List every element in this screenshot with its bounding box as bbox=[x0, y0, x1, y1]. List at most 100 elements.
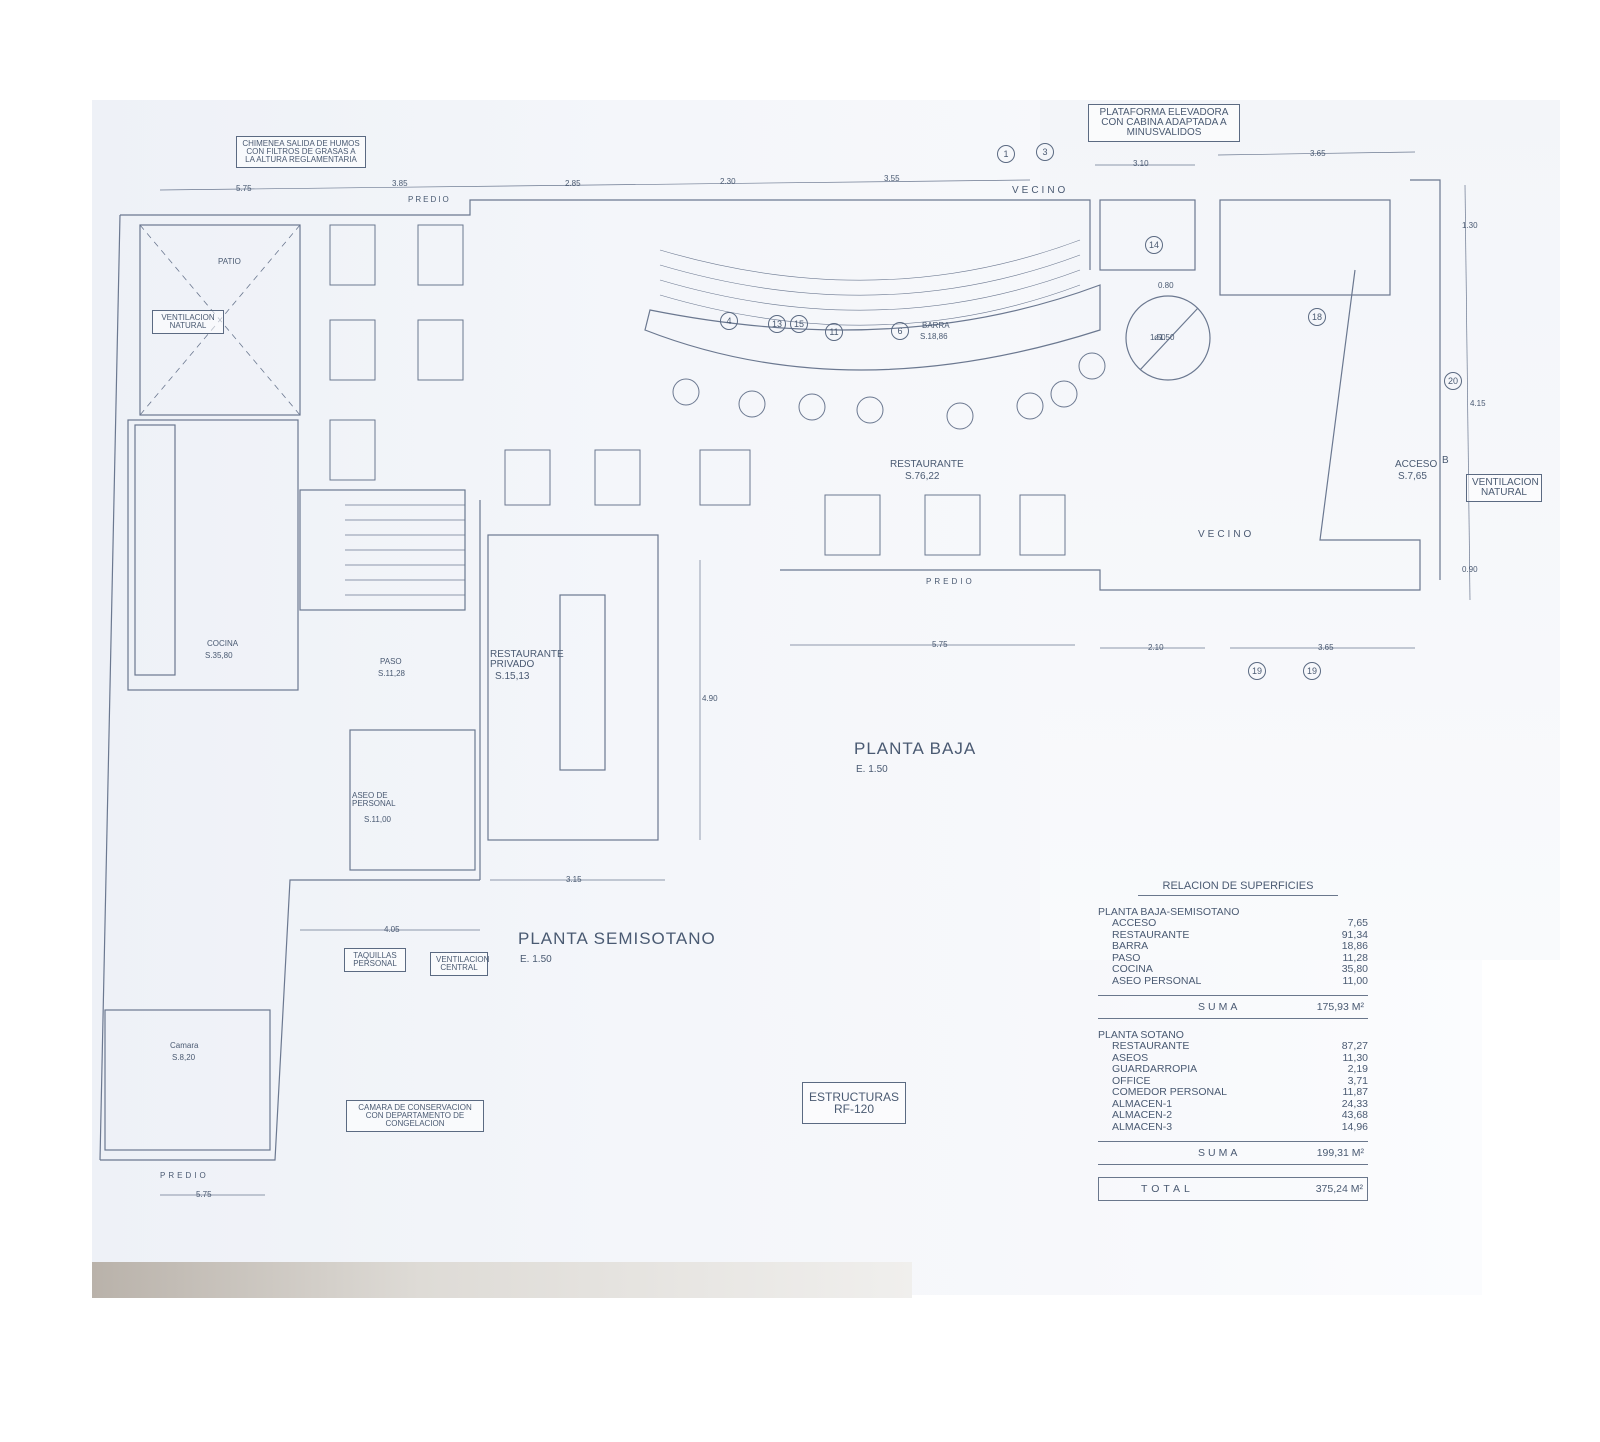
section-planta-sotano: PLANTA SOTANO bbox=[1098, 1029, 1184, 1041]
surface-table-title: RELACION DE SUPERFICIES bbox=[1138, 880, 1338, 896]
ventilacion-central-note: VENTILACION CENTRAL bbox=[430, 952, 489, 976]
ventilacion-natural-right: VENTILACION NATURAL bbox=[1466, 474, 1542, 502]
dim-d11: 4.90 bbox=[702, 694, 718, 703]
patio-room bbox=[139, 224, 301, 416]
predio-label-top: PREDIO bbox=[408, 195, 451, 204]
dim-d9: 2.10 bbox=[1148, 643, 1164, 652]
acceso-label: ACCESO bbox=[1395, 459, 1438, 470]
dim-d2: 3.85 bbox=[392, 179, 408, 188]
north-wall bbox=[120, 199, 1091, 270]
surface-table: RELACION DE SUPERFICIES PLANTA BAJA-SEMI… bbox=[1098, 880, 1368, 1201]
dim-d4: 2.30 bbox=[720, 177, 736, 186]
vecino-label-top: VECINO bbox=[1012, 185, 1069, 196]
restaurante-area: S.76,22 bbox=[905, 471, 940, 482]
camara-area: S.8,20 bbox=[172, 1053, 196, 1062]
dim-d19: 5.75 bbox=[196, 1190, 212, 1199]
dim-d16: 0.90 bbox=[1462, 565, 1478, 574]
section-planta-baja: PLANTA BAJA-SEMISOTANO bbox=[1098, 906, 1240, 918]
dim-d10: 3.65 bbox=[1318, 643, 1334, 652]
marker-1: 1 bbox=[997, 145, 1015, 163]
paper-shadow bbox=[92, 1262, 912, 1298]
cocina-area: S.35,80 bbox=[205, 651, 233, 660]
bar-counter bbox=[644, 284, 1101, 371]
east-wall bbox=[1410, 179, 1441, 580]
camara-room bbox=[104, 1009, 271, 1151]
marker-13: 13 bbox=[768, 315, 786, 333]
marker-15: 15 bbox=[790, 315, 808, 333]
planta-semisotano-scale: E. 1.50 bbox=[520, 954, 552, 965]
marker-3: 3 bbox=[1036, 143, 1054, 161]
acceso-area: S.7,65 bbox=[1398, 471, 1427, 482]
aseo-room bbox=[349, 729, 476, 871]
predio-label-bottom: PREDIO bbox=[160, 1171, 209, 1180]
planta-baja-scale: E. 1.50 bbox=[856, 764, 888, 775]
marker-4: 4 bbox=[720, 312, 738, 330]
cocina-label: COCINA bbox=[207, 639, 239, 648]
taquillas-note: TAQUILLAS PERSONAL bbox=[344, 948, 406, 972]
diameter-label: ø1.50 bbox=[1154, 333, 1175, 342]
stair-right bbox=[1219, 199, 1391, 296]
aseo-area: S.11,00 bbox=[364, 815, 391, 824]
lift bbox=[1099, 199, 1196, 271]
kitchen-room bbox=[127, 419, 299, 691]
dim-d7: 3.65 bbox=[1310, 149, 1326, 158]
paso-area: S.11,28 bbox=[378, 669, 405, 678]
dim-d5: 3.55 bbox=[884, 174, 900, 183]
dim-d14: 4.15 bbox=[1470, 399, 1486, 408]
dim-d1: 5.75 bbox=[236, 184, 252, 193]
marker-19a: 19 bbox=[1248, 662, 1266, 680]
dim-d6: 3.10 bbox=[1133, 159, 1149, 168]
dim-d8: 5.75 bbox=[932, 640, 948, 649]
marker-14: 14 bbox=[1145, 236, 1163, 254]
south-restaurant-wall bbox=[780, 269, 1421, 591]
west-wall bbox=[99, 214, 121, 1161]
camara-label: Camara bbox=[170, 1041, 199, 1050]
marker-19b: 19 bbox=[1303, 662, 1321, 680]
barra-area: S.18,86 bbox=[920, 332, 948, 341]
planta-semisotano-title: PLANTA SEMISOTANO bbox=[518, 929, 716, 948]
marker-20: 20 bbox=[1444, 372, 1462, 390]
restaurante-privado-area: S.15,13 bbox=[495, 671, 530, 682]
round-platform bbox=[1125, 295, 1211, 381]
estructuras-label: ESTRUCTURAS bbox=[808, 1090, 899, 1104]
dim-d13: 4.05 bbox=[384, 925, 400, 934]
chimenea-note: CHIMENEA SALIDA DE HUMOS CON FILTROS DE … bbox=[236, 136, 366, 168]
dim-d17: 0.80 bbox=[1158, 281, 1174, 290]
drawing-sheet-right bbox=[1040, 100, 1560, 960]
dim-d3: 2.85 bbox=[565, 179, 581, 188]
restaurante-label: RESTAURANTE bbox=[890, 459, 964, 470]
south-wall bbox=[100, 879, 480, 1161]
plataforma-note: PLATAFORMA ELEVADORA CON CABINA ADAPTADA… bbox=[1088, 104, 1240, 142]
marker-18: 18 bbox=[1308, 308, 1326, 326]
estructuras-rf: RF-120 bbox=[833, 1102, 874, 1116]
restaurante-privado-label: RESTAURANTE PRIVADO bbox=[490, 649, 564, 670]
aseo-personal-label: ASEO DE PERSONAL bbox=[352, 791, 396, 808]
vecino-label-right: VECINO bbox=[1198, 529, 1255, 540]
planta-baja-title: PLANTA BAJA bbox=[854, 739, 977, 758]
dim-d18: 1.50 bbox=[1150, 333, 1166, 342]
private-restaurant-room bbox=[487, 534, 659, 841]
camara-conservacion-note: CAMARA DE CONSERVACION CON DEPARTAMENTO … bbox=[346, 1100, 484, 1132]
marker-11: 11 bbox=[825, 323, 843, 341]
ventilacion-natural-label: VENTILACION NATURAL bbox=[152, 310, 224, 334]
dim-d15: 1.30 bbox=[1462, 221, 1478, 230]
